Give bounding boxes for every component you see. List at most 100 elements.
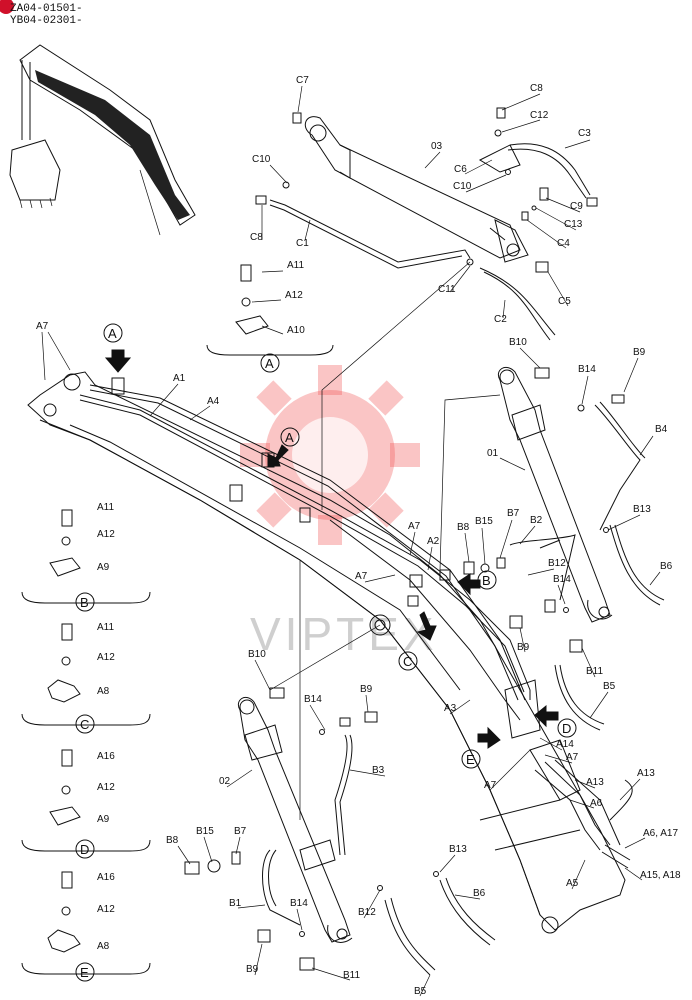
callout: A8 xyxy=(97,941,110,952)
serial-range-1: ZA04-01501- xyxy=(10,3,83,15)
callout: B6 xyxy=(660,561,673,572)
callout: A11 xyxy=(97,622,114,633)
callout: 02 xyxy=(219,776,231,787)
callout: C6 xyxy=(454,164,467,175)
svg-text:B: B xyxy=(482,573,491,588)
view-a-detail xyxy=(206,264,334,356)
svg-text:A: A xyxy=(265,356,274,371)
callout: B13 xyxy=(633,504,651,515)
fittings-top xyxy=(255,107,598,273)
view-c-detail: C xyxy=(21,623,151,734)
pipe-b4 xyxy=(594,404,641,531)
hose-b5-lower xyxy=(384,899,431,976)
pipe-b3 xyxy=(334,734,348,856)
hose-b6 xyxy=(609,524,661,606)
callout: A7 xyxy=(566,752,579,763)
pipe-c2 xyxy=(479,267,556,336)
serial-range-2: YB04-02301- xyxy=(10,15,83,27)
callout: A12 xyxy=(97,782,115,793)
svg-text:C: C xyxy=(80,717,89,732)
callout-labels: C7 C8 C12 C3 03 C10 C6 C10 C9 C13 C8 C1 … xyxy=(36,75,681,997)
svg-text:A: A xyxy=(108,326,117,341)
callout: C12 xyxy=(530,110,549,121)
callout: A6 xyxy=(590,798,603,809)
callout: A14 xyxy=(556,739,574,750)
callout: B11 xyxy=(343,970,360,981)
callout: B10 xyxy=(248,649,266,660)
callout: B11 xyxy=(586,666,603,677)
page-badge xyxy=(0,0,14,14)
callout: A16 xyxy=(97,872,115,883)
callout: A7 xyxy=(484,780,497,791)
callout: 01 xyxy=(487,448,499,459)
leader-lines xyxy=(299,261,501,820)
callout: B14 xyxy=(290,898,308,909)
callout: A12 xyxy=(97,904,115,915)
view-arrows xyxy=(104,349,559,749)
view-d-detail: D xyxy=(21,749,151,859)
callout: C9 xyxy=(570,201,583,212)
callout: C5 xyxy=(558,296,571,307)
callout: A16 xyxy=(97,751,115,762)
hose-a13 xyxy=(609,779,633,821)
callout: C8 xyxy=(250,232,263,243)
callout: A12 xyxy=(97,529,115,540)
callout: A9 xyxy=(97,814,110,825)
callout: B5 xyxy=(414,986,427,997)
callout: A11 xyxy=(287,260,304,271)
callout: A7 xyxy=(36,321,49,332)
callout: B9 xyxy=(517,642,530,653)
callout: A7 xyxy=(355,571,368,582)
arm-cylinder-02 xyxy=(238,687,353,943)
callout: B9 xyxy=(633,347,646,358)
callout: A9 xyxy=(97,562,110,573)
svg-text:E: E xyxy=(466,752,475,767)
callout: C10 xyxy=(252,154,271,165)
watermark-text: VIPTEX xyxy=(250,608,438,660)
callout: B7 xyxy=(234,826,247,837)
callout: A13 xyxy=(586,777,604,788)
callout: B3 xyxy=(372,765,385,776)
callout: A8 xyxy=(97,686,110,697)
hose-a5 xyxy=(534,769,601,851)
callout: A6, A17 xyxy=(643,828,678,839)
callout: A11 xyxy=(97,502,114,513)
callout: A2 xyxy=(427,536,440,547)
callout: A12 xyxy=(285,290,303,301)
svg-text:D: D xyxy=(562,721,571,736)
callout: C8 xyxy=(530,83,543,94)
callout: B10 xyxy=(509,337,527,348)
svg-text:D: D xyxy=(80,842,89,857)
callout: C2 xyxy=(494,314,507,325)
callout: B4 xyxy=(655,424,668,435)
callout: B13 xyxy=(449,844,467,855)
callout: C13 xyxy=(564,219,583,230)
callout: C7 xyxy=(296,75,309,86)
excavator-thumbnail xyxy=(9,44,196,236)
view-markers: A A B C D E A xyxy=(103,323,577,769)
callout: B9 xyxy=(360,684,373,695)
pipe-c1 xyxy=(269,199,471,263)
callout: B2 xyxy=(530,515,543,526)
callout: B14 xyxy=(304,694,322,705)
callout: B5 xyxy=(603,681,616,692)
pipe-b1 xyxy=(262,849,301,926)
callout: B12 xyxy=(548,558,566,569)
svg-text:A: A xyxy=(285,430,294,445)
hose-b5 xyxy=(554,664,601,731)
callout: B1 xyxy=(229,898,242,909)
callout: 03 xyxy=(431,141,443,152)
callout: A1 xyxy=(173,373,186,384)
callout: C3 xyxy=(578,128,591,139)
watermark-gear xyxy=(240,365,420,545)
pipe-b2 xyxy=(509,534,576,601)
callout: A12 xyxy=(97,652,115,663)
callout: B8 xyxy=(457,522,470,533)
callout: A13 xyxy=(637,768,655,779)
view-b-detail: B xyxy=(21,509,151,612)
pipe-a3 xyxy=(329,519,521,721)
pipe-a4 xyxy=(89,384,526,701)
callout: A15, A18 xyxy=(640,870,681,881)
view-e-detail: E xyxy=(21,871,151,982)
